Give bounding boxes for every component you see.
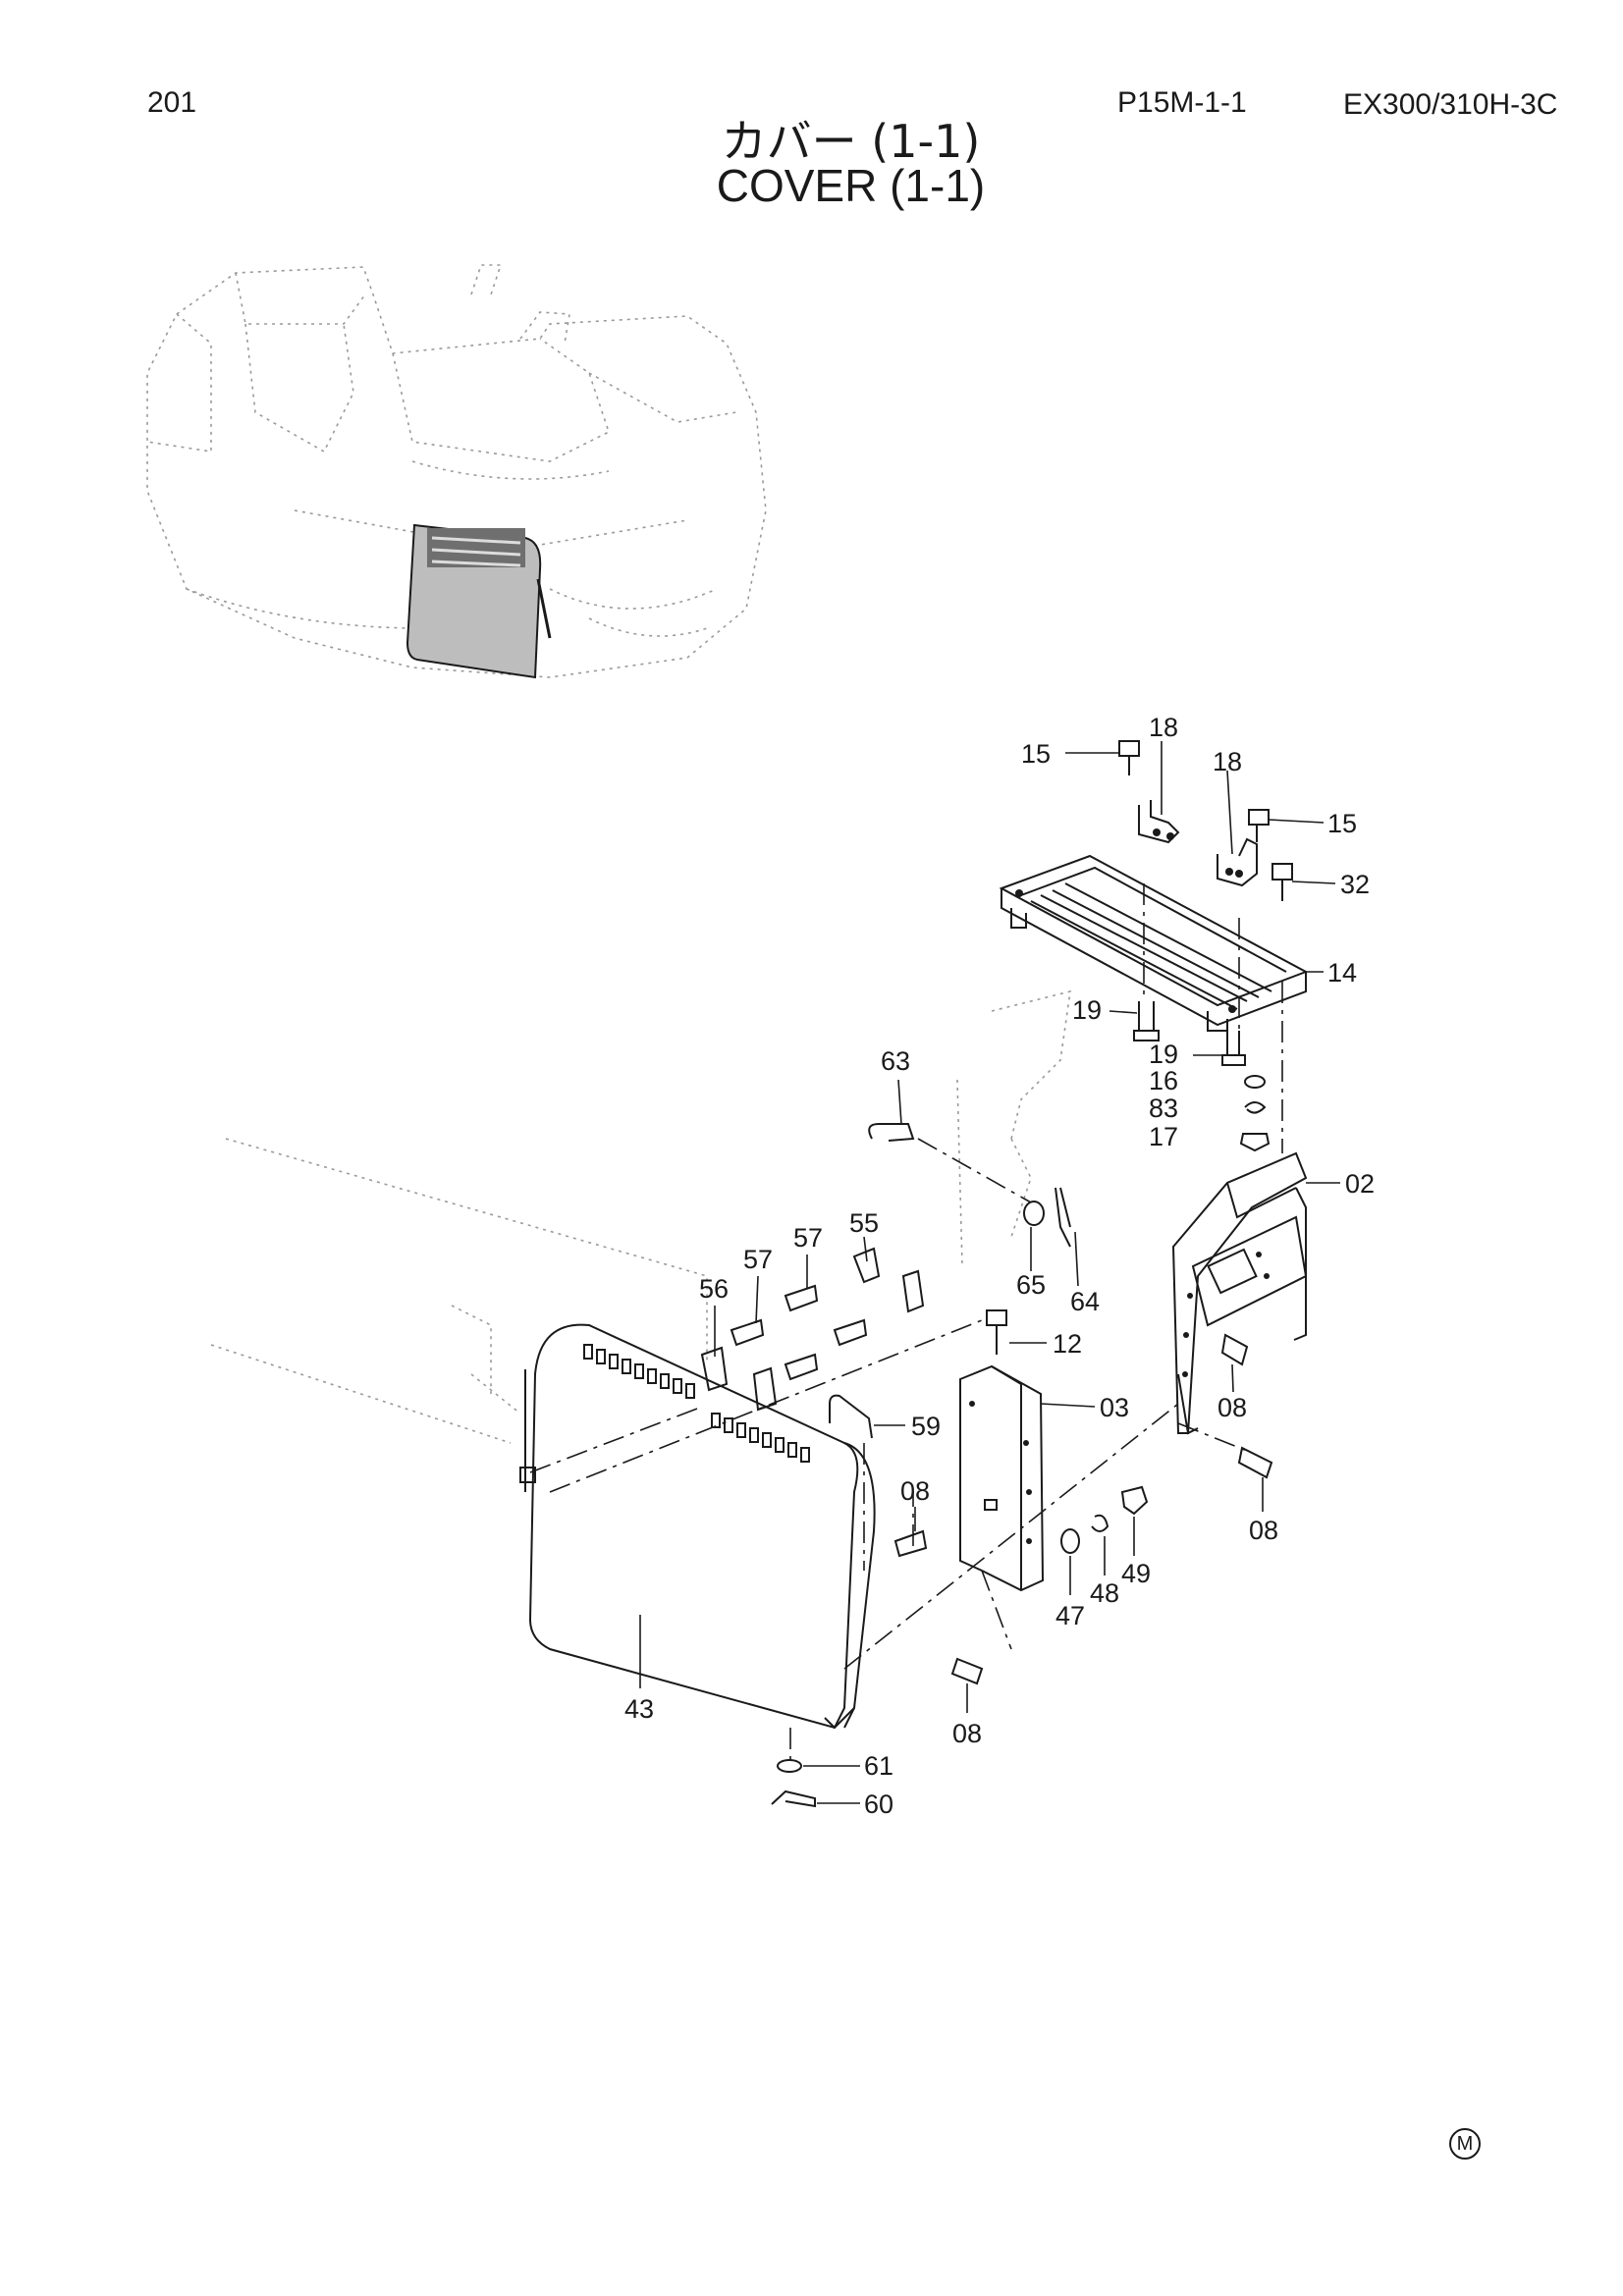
bolt-mid-lower	[784, 1353, 819, 1381]
part-19-bolt-lower	[1221, 1031, 1246, 1066]
part-49-nut	[1120, 1485, 1149, 1516]
callout-03: 03	[1100, 1393, 1129, 1422]
callout-18-right: 18	[1213, 747, 1242, 776]
part-57-bolt-lower	[730, 1318, 765, 1347]
callout-17: 17	[1149, 1122, 1178, 1151]
part-08-bolt-right	[1237, 1446, 1273, 1479]
page-number: 201	[147, 86, 197, 119]
callout-08-bottom: 08	[952, 1719, 982, 1748]
callout-61: 61	[864, 1751, 893, 1781]
circled-m-mark: M	[1449, 2128, 1481, 2160]
part-19-bolt-upper	[1133, 1001, 1160, 1041]
part-08-bolt-panel	[893, 1529, 928, 1558]
callout-19-lower: 19	[1149, 1040, 1178, 1069]
bolt-mid-upper	[833, 1318, 868, 1347]
machine-body-ghost-outline	[210, 989, 1071, 1444]
part-08-bolt-frame	[1220, 1333, 1249, 1366]
callout-57-upper: 57	[793, 1223, 823, 1253]
part-15-bolt-left	[1118, 740, 1140, 775]
part-18-clip-left	[1138, 800, 1180, 844]
callout-32: 32	[1340, 870, 1370, 899]
part-18-clip-right	[1217, 837, 1258, 887]
callout-08-right: 08	[1249, 1516, 1278, 1545]
callout-08-panel: 08	[900, 1476, 930, 1506]
part-47-washer	[1060, 1528, 1080, 1554]
callout-15-left: 15	[1021, 739, 1051, 769]
machine-overview-illustration	[146, 264, 767, 679]
part-60-pin	[771, 1789, 816, 1808]
callout-43: 43	[624, 1694, 654, 1724]
callout-19-upper: 19	[1072, 995, 1102, 1025]
callout-14: 14	[1327, 958, 1357, 988]
callout-83: 83	[1149, 1094, 1178, 1123]
callout-47: 47	[1055, 1601, 1085, 1630]
callout-63: 63	[881, 1046, 910, 1076]
part-12-bolt	[986, 1309, 1007, 1355]
part-15-bolt-right	[1248, 809, 1270, 842]
model-number: EX300/310H-3C	[1343, 88, 1558, 121]
callout-leaders	[639, 741, 1340, 1804]
part-64-clip	[1055, 1187, 1071, 1248]
callout-08-frame: 08	[1217, 1393, 1247, 1422]
callout-49: 49	[1121, 1559, 1151, 1588]
part-32-bolt	[1271, 863, 1293, 901]
callout-12: 12	[1053, 1329, 1082, 1359]
part-56-hinge-lower	[700, 1346, 778, 1412]
callout-64: 64	[1070, 1287, 1100, 1316]
callout-56: 56	[699, 1274, 729, 1304]
page-title-japanese: カバー (1-1)	[721, 115, 981, 168]
callout-55: 55	[849, 1208, 879, 1238]
part-03-bracket-panel	[959, 1364, 1045, 1592]
callout-16: 16	[1149, 1066, 1178, 1095]
part-63-pin	[868, 1123, 915, 1142]
assembly-lines	[529, 883, 1283, 1762]
part-55-hinge-upper	[852, 1247, 925, 1313]
part-08-bolt-bottom	[950, 1657, 984, 1685]
callout-15-right: 15	[1327, 809, 1357, 838]
part-02-side-frame	[1171, 1151, 1308, 1435]
callout-65: 65	[1016, 1270, 1046, 1300]
callout-60: 60	[864, 1789, 893, 1819]
part-43-main-cover	[519, 1323, 876, 1730]
callout-labels: 15 18 18 15 32 14 19 19 16 83 17 02 63 5…	[624, 713, 1375, 1819]
callout-48: 48	[1090, 1578, 1119, 1608]
callout-59: 59	[911, 1412, 941, 1441]
section-code: P15M-1-1	[1117, 86, 1247, 119]
highlighted-cover-location	[406, 523, 552, 679]
part-61-washer	[777, 1759, 802, 1773]
part-59-handle	[829, 1394, 873, 1439]
part-83-spring-washer	[1244, 1101, 1267, 1114]
part-48-spring-washer	[1091, 1514, 1109, 1532]
part-57-bolt-upper	[784, 1284, 819, 1312]
callout-02: 02	[1345, 1169, 1375, 1199]
part-65-washer	[1023, 1201, 1045, 1226]
part-16-washer	[1244, 1075, 1266, 1089]
page-title-english: COVER (1-1)	[716, 160, 986, 211]
part-17-nut	[1239, 1133, 1271, 1152]
callout-57-lower: 57	[743, 1245, 773, 1274]
callout-18-left: 18	[1149, 713, 1178, 742]
